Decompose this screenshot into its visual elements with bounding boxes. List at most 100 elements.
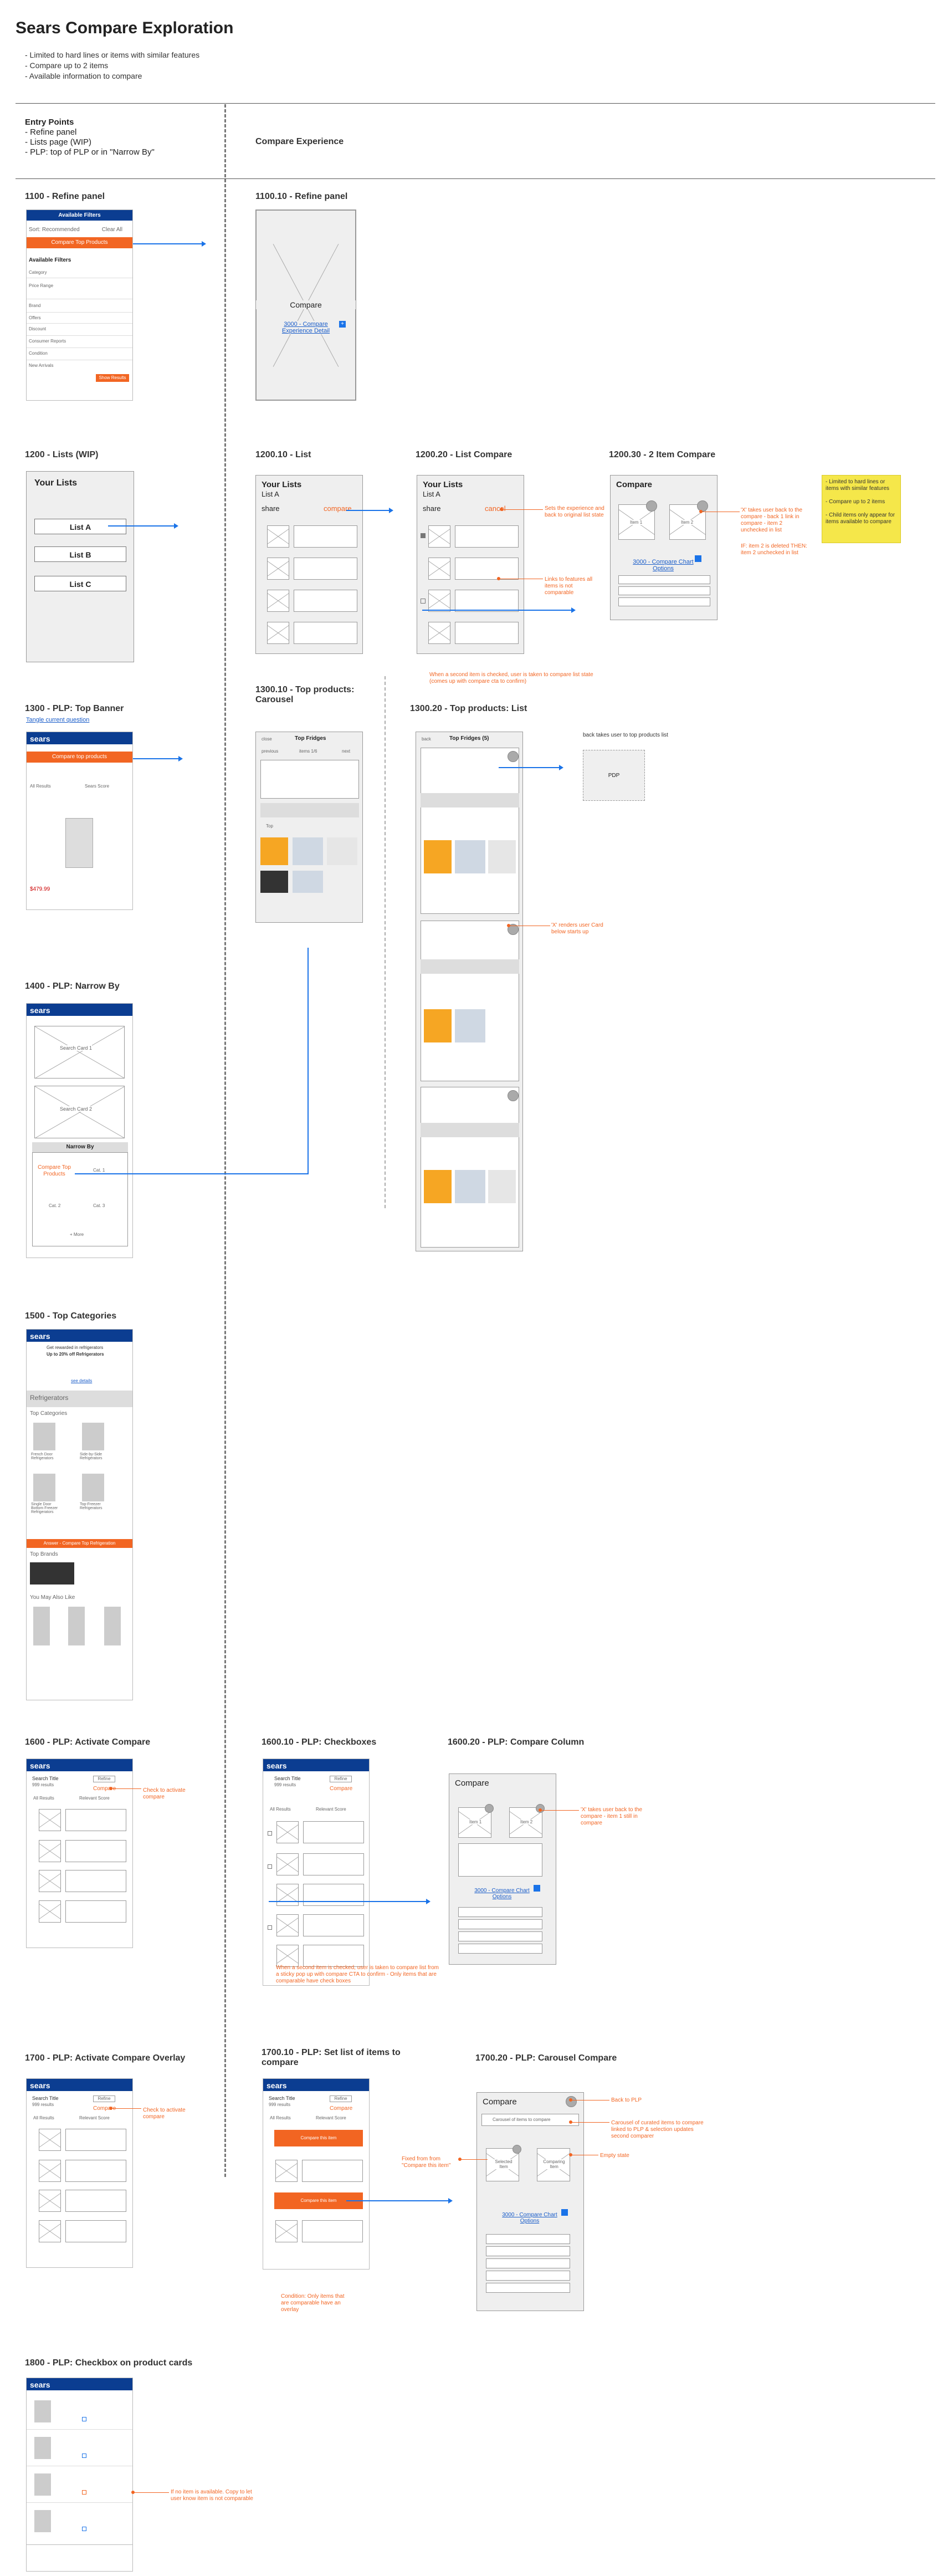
plus-icon[interactable]	[695, 555, 701, 562]
clear-all[interactable]: Clear All	[102, 227, 122, 233]
filter-row[interactable]: Offers	[29, 315, 41, 320]
category-tile[interactable]: Side-by-Side Refrigerators	[80, 1453, 113, 1460]
tab-all-results[interactable]: All Results	[270, 2115, 291, 2120]
tab-relevant[interactable]: Relevant Score	[316, 1807, 346, 1812]
checkbox[interactable]	[268, 1925, 272, 1930]
product-image[interactable]	[65, 818, 93, 868]
close-icon[interactable]	[508, 1090, 519, 1101]
sears-logo[interactable]: sears	[27, 1759, 132, 1771]
tab-relevant[interactable]: Relevant Score	[79, 1796, 110, 1801]
compare-toggle[interactable]: Compare	[93, 2105, 116, 2112]
compare-top-products-banner[interactable]: Compare top products	[27, 752, 132, 763]
compare-toggle[interactable]: Compare	[330, 1786, 352, 1792]
list-c-button[interactable]: List C	[34, 576, 126, 591]
refine-header: Available Filters	[27, 210, 132, 221]
filter-row[interactable]: Category	[29, 270, 47, 275]
share-link[interactable]: share	[423, 504, 441, 513]
close-icon[interactable]	[697, 500, 708, 512]
plus-icon[interactable]	[561, 2209, 568, 2216]
filter-row[interactable]: Condition	[29, 351, 48, 356]
search-card-1[interactable]: Search Card 1	[60, 1045, 92, 1051]
tab-all-results[interactable]: All Results	[33, 2115, 54, 2120]
sears-logo[interactable]: sears	[27, 732, 132, 744]
checkbox[interactable]	[82, 2527, 86, 2531]
checkbox[interactable]	[82, 2454, 86, 2458]
sears-logo[interactable]: sears	[263, 1759, 369, 1771]
filter-row[interactable]: Discount	[29, 326, 46, 331]
section-1700-20: 1700.20 - PLP: Carousel Compare	[475, 2053, 617, 2063]
refine-button[interactable]: Refine	[330, 2095, 352, 2102]
checkbox[interactable]	[421, 533, 426, 538]
list-a-button[interactable]: List A	[34, 519, 126, 534]
tab-top[interactable]: Top	[266, 824, 273, 829]
see-details-link[interactable]: see details	[71, 1378, 92, 1383]
refine-button[interactable]: Refine	[93, 2095, 115, 2102]
breadcrumb[interactable]: Refrigerators	[30, 1394, 68, 1402]
filter-row[interactable]: Brand	[29, 303, 40, 308]
close-icon[interactable]	[485, 1804, 494, 1813]
close-icon[interactable]	[566, 2096, 577, 2107]
tab-sears-score[interactable]: Sears Score	[85, 784, 109, 789]
search-card-2[interactable]: Search Card 2	[60, 1106, 92, 1112]
compare-link[interactable]: compare	[324, 504, 352, 513]
list-b-button[interactable]: List B	[34, 546, 126, 562]
close-icon[interactable]	[646, 500, 657, 512]
compare-this-item-button[interactable]: Compare this item	[274, 2130, 363, 2146]
refine-button[interactable]: Refine	[93, 1776, 115, 1782]
refine-button[interactable]: Refine	[330, 1776, 352, 1782]
compare-refrigeration-button[interactable]: Answer - Compare Top Refrigeration	[27, 1539, 132, 1548]
compare-chart-link[interactable]: 3000 - Compare Chart Options	[472, 1888, 532, 1900]
filter-row[interactable]: Price Range	[29, 283, 53, 288]
checkbox[interactable]	[82, 2490, 86, 2495]
category-cell[interactable]: Cat. 2	[49, 1203, 60, 1208]
compare-top-products-button[interactable]: Compare Top Products	[27, 237, 132, 248]
sort-label[interactable]: Sort: Recommended	[29, 227, 80, 233]
next-link[interactable]: next	[342, 749, 350, 754]
checkbox[interactable]	[268, 1864, 272, 1869]
sears-logo[interactable]: sears	[27, 2378, 132, 2390]
tab-all-results[interactable]: All Results	[270, 1807, 291, 1812]
previous-link[interactable]: previous	[262, 749, 278, 754]
sears-logo[interactable]: sears	[263, 2079, 369, 2091]
entry-item: - Lists page (WIP)	[25, 137, 155, 147]
more-link[interactable]: + More	[70, 1232, 84, 1237]
checkbox[interactable]	[82, 2417, 86, 2421]
compare-chart-link[interactable]: 3000 - Compare Chart Options	[633, 559, 694, 572]
show-results-button[interactable]: Show Results	[96, 374, 129, 382]
category-cell[interactable]: Cat. 3	[93, 1203, 105, 1208]
tab-relevant[interactable]: Relevant Score	[316, 2115, 346, 2120]
checkbox[interactable]	[421, 599, 426, 604]
sub-divider	[385, 676, 386, 1208]
sears-logo[interactable]: sears	[27, 2079, 132, 2091]
filter-row[interactable]: New Arrivals	[29, 363, 53, 368]
plus-icon[interactable]: +	[339, 321, 346, 328]
note-not-comparable: If no item is available. Copy to let use…	[171, 2489, 259, 2502]
intro-item: - Limited to hard lines or items with si…	[25, 50, 199, 60]
close-link[interactable]: close	[262, 737, 272, 742]
note-check-compare: Check to activate compare	[143, 2107, 187, 2120]
tab-all-results[interactable]: All Results	[33, 1796, 54, 1801]
tangle-link[interactable]: Tangle current question	[26, 717, 89, 723]
tab-relevant[interactable]: Relevant Score	[79, 2115, 110, 2120]
close-icon[interactable]	[508, 751, 519, 762]
category-tile[interactable]: Top-Freezer Refrigerators	[80, 1502, 113, 1510]
tab-all-results[interactable]: All Results	[30, 784, 51, 789]
plus-icon[interactable]	[534, 1885, 540, 1892]
compare-chart-link[interactable]: 3000 - Compare Chart Options	[499, 2212, 560, 2224]
category-tile[interactable]: French Door Refrigerators	[31, 1453, 64, 1460]
compare-toggle[interactable]: Compare	[330, 2105, 352, 2112]
checkbox[interactable]	[268, 1831, 272, 1836]
share-link[interactable]: share	[262, 504, 280, 513]
compare-top-products-link[interactable]: Compare Top Products	[38, 1164, 71, 1178]
category-tile[interactable]: Single Door Bottom Freezer Refrigerators	[31, 1502, 64, 1514]
compare-toggle[interactable]: Compare	[93, 1786, 116, 1792]
category-cell[interactable]: Cat. 1	[93, 1168, 105, 1173]
sears-logo[interactable]: sears	[27, 1330, 132, 1342]
back-link[interactable]: back	[422, 737, 431, 742]
filter-row[interactable]: Consumer Reports	[29, 339, 66, 344]
sears-logo[interactable]: sears	[27, 1004, 132, 1016]
section-1200-20: 1200.20 - List Compare	[416, 450, 512, 460]
compare-detail-link[interactable]: 3000 - Compare Experience Detail	[278, 321, 334, 334]
section-1600-20: 1600.20 - PLP: Compare Column	[448, 1737, 584, 1747]
close-icon[interactable]	[512, 2145, 521, 2154]
